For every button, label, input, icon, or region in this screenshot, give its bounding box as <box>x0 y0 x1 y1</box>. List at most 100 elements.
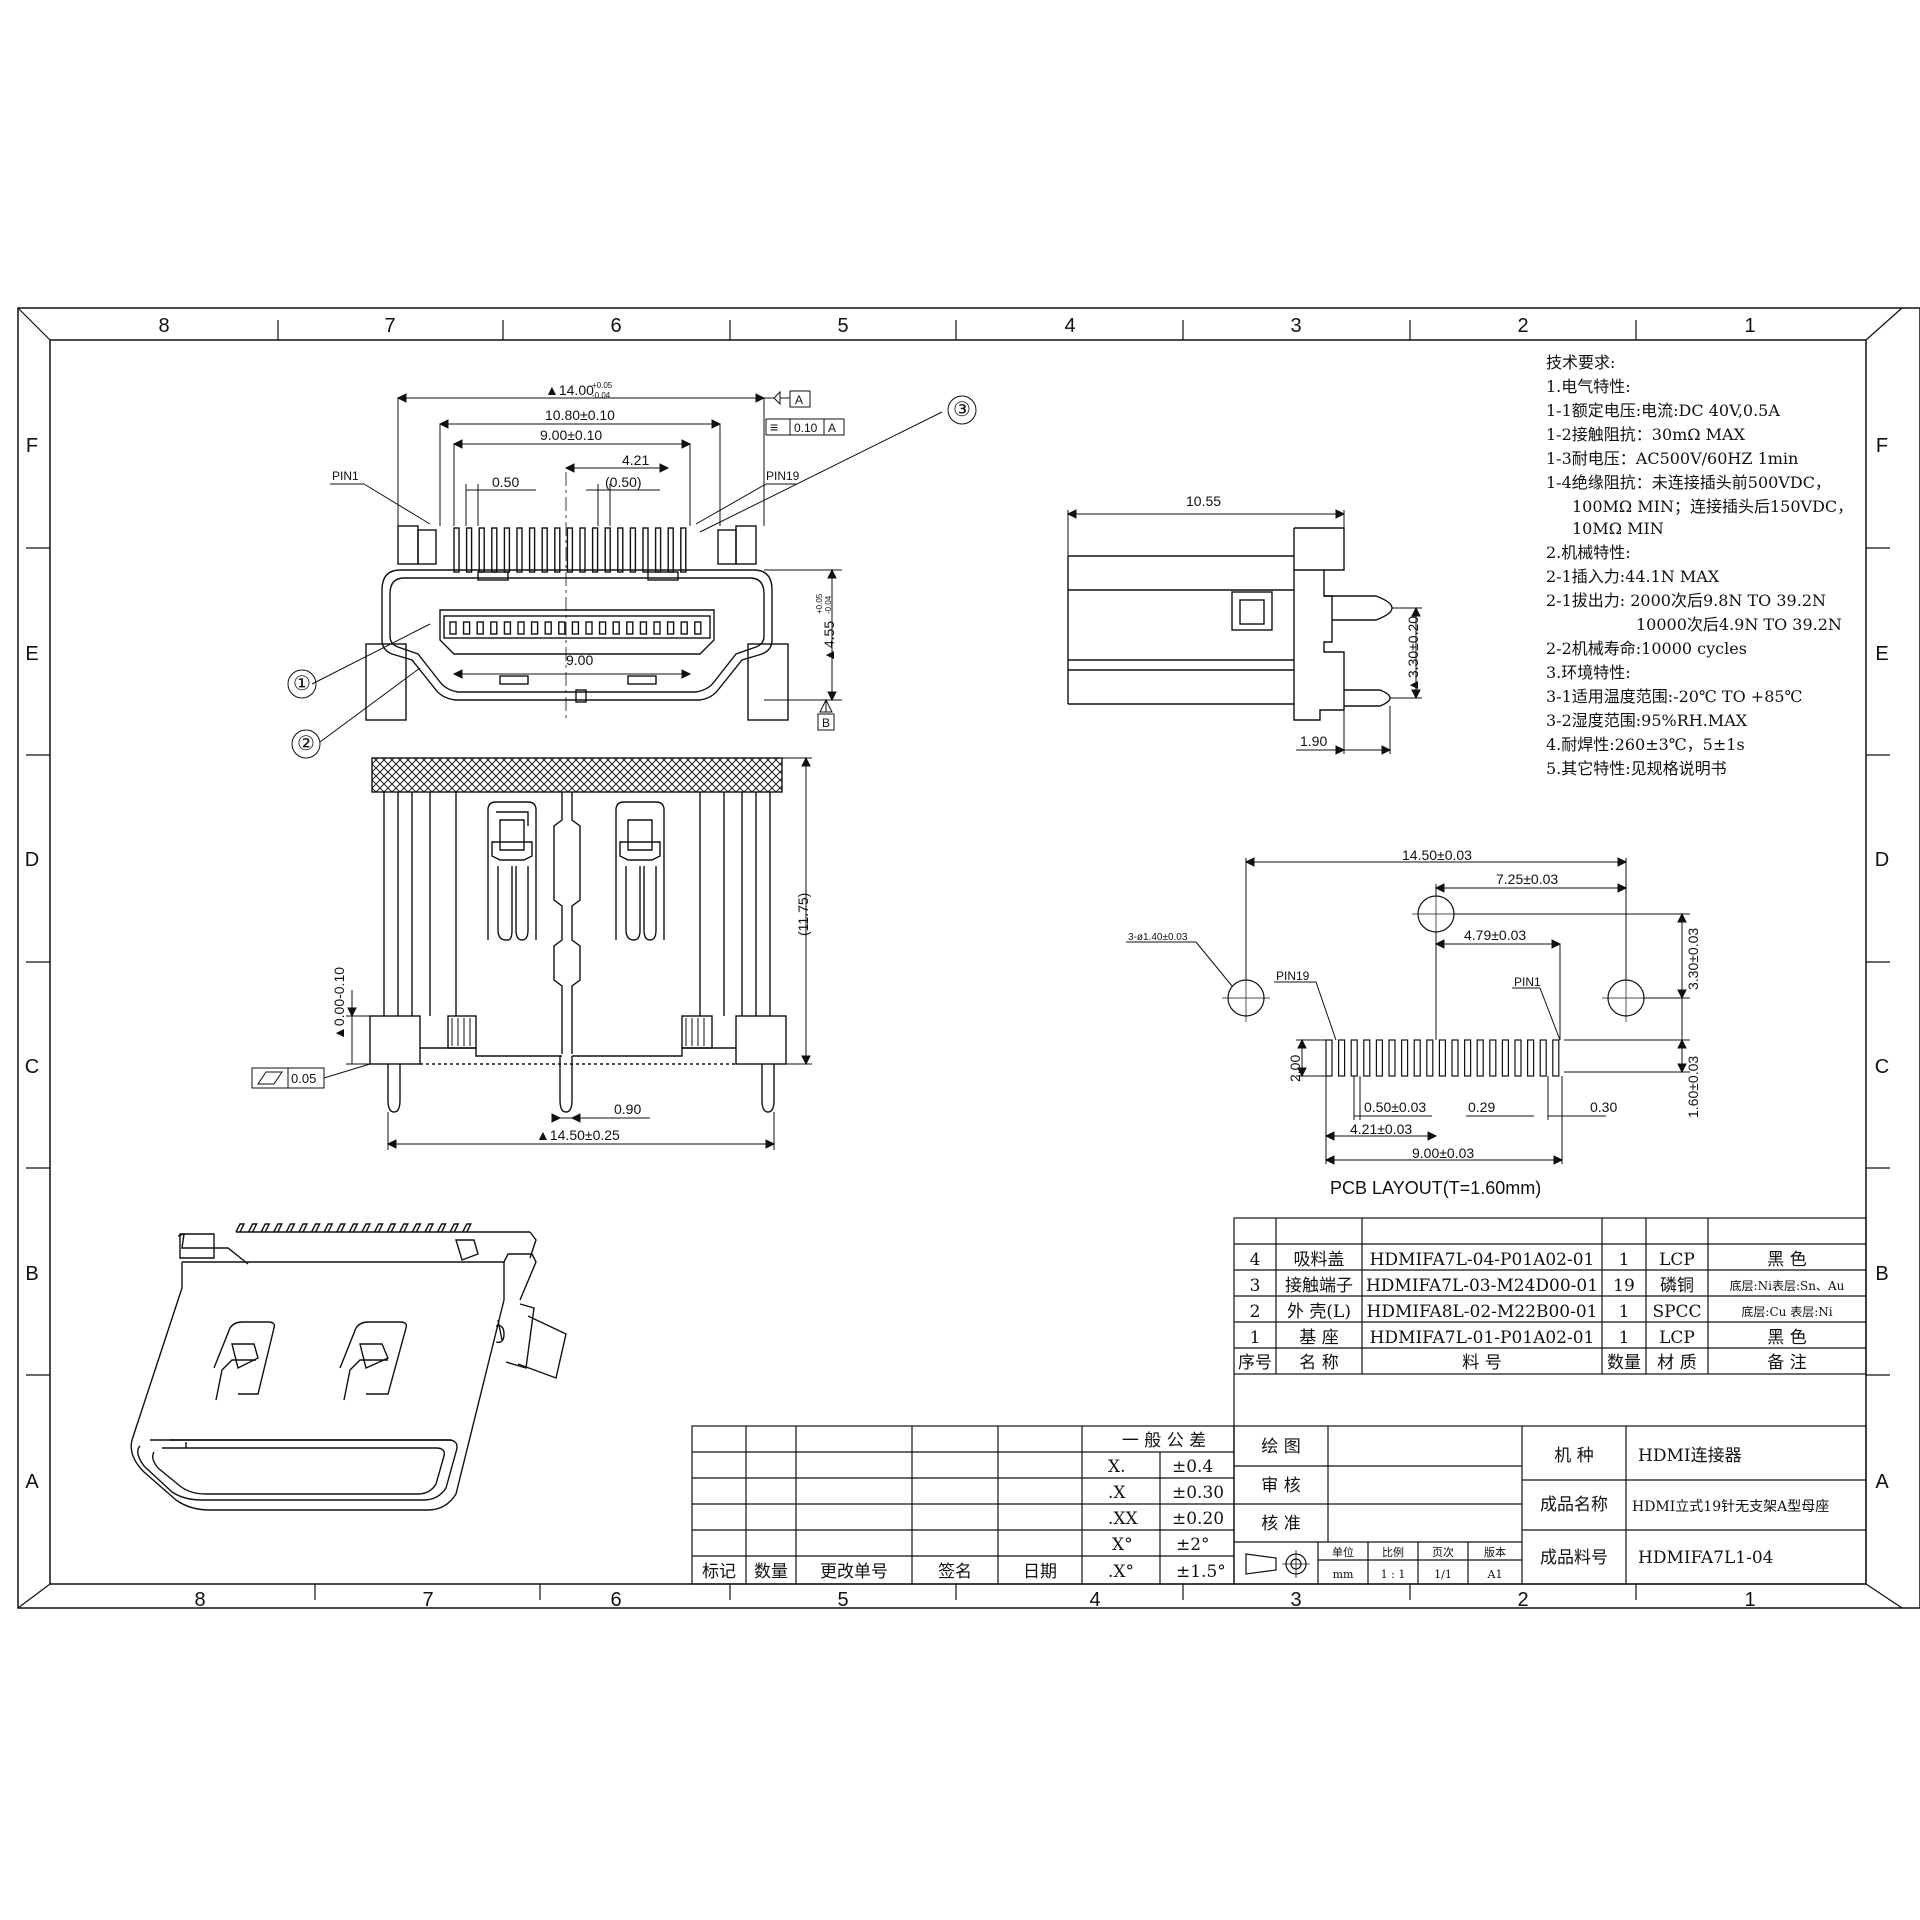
isometric-view <box>130 1223 567 1511</box>
dim-pitch: 0.50 <box>492 474 519 490</box>
approval-label: 审 核 <box>1261 1476 1300 1496</box>
bom-cell: 1 <box>1619 1302 1630 1322</box>
tech-line: 3-1适用温度范围:-20℃ TO +85℃ <box>1546 687 1802 706</box>
front-pin <box>642 527 649 573</box>
dim-14-50: ▲14.50±0.25 <box>536 1127 620 1143</box>
contact-tooth <box>585 621 593 635</box>
pcb-dim-2-00: 2.00 <box>1287 1055 1303 1082</box>
bom-cell: HDMIFA7L-04-P01A02-01 <box>1370 1250 1595 1270</box>
bottom-view-dims <box>251 756 812 1150</box>
tech-requirements: 技术要求: 1.电气特性: 1-1额定电压:电流:DC 40V,0.5A 1-2… <box>1546 353 1853 778</box>
contact-tooth <box>653 621 661 635</box>
bom-cell: HDMIFA7L-01-P01A02-01 <box>1370 1328 1595 1348</box>
zone-row-left: E <box>25 643 38 665</box>
zone-row-left: B <box>25 1263 38 1285</box>
contact-tooth <box>694 621 702 635</box>
pcb-pad <box>1400 1039 1409 1077</box>
contact-tooth <box>680 621 688 635</box>
rev-header: 数量 <box>754 1562 788 1582</box>
tech-line: 1-4绝缘阻抗：未连接插头前500VDC， <box>1546 473 1831 492</box>
pcb-dim-0-30: 0.30 <box>1590 1099 1617 1115</box>
pcb-pad <box>1325 1039 1333 1077</box>
contact-tooth <box>558 621 566 635</box>
balloon-1: ① <box>293 673 311 695</box>
iso-pin <box>424 1223 435 1233</box>
dim-overall-tol-plus: +0.05 <box>592 381 613 390</box>
contact-tooth <box>612 621 620 635</box>
scale-label: 单位 <box>1332 1545 1354 1559</box>
tech-line: 3.环境特性: <box>1546 663 1631 682</box>
front-pin <box>591 527 599 573</box>
tol-key: .X° <box>1108 1562 1134 1582</box>
zone-col-top: 5 <box>837 315 848 337</box>
tech-line: 1-1额定电压:电流:DC 40V,0.5A <box>1546 401 1780 420</box>
zone-col-bottom: 3 <box>1290 1589 1301 1611</box>
dim-height-tol-minus: -0.04 <box>824 595 833 614</box>
tolerance-title: 一 般 公 差 <box>1122 1431 1206 1451</box>
pcb-pad <box>1552 1039 1560 1077</box>
iso-pin <box>373 1223 384 1233</box>
pcb-pad <box>1501 1039 1510 1077</box>
approval-label: 绘 图 <box>1261 1437 1300 1457</box>
pcb-pad <box>1539 1039 1547 1077</box>
balloon-2: ② <box>297 733 315 755</box>
dim-height-tol-plus: +0.05 <box>815 593 824 614</box>
pcb-layout-title: PCB LAYOUT(T=1.60mm) <box>1330 1178 1541 1198</box>
tech-line: 技术要求: <box>1546 353 1615 372</box>
zone-col-bottom: 2 <box>1517 1589 1528 1611</box>
zone-row-right: D <box>1875 849 1889 871</box>
title-name-label: 成品名称 <box>1540 1495 1608 1515</box>
iso-pin <box>235 1223 246 1233</box>
scale-label: 比例 <box>1382 1545 1404 1559</box>
front-pin <box>465 527 473 573</box>
bom-header: 材 质 <box>1657 1353 1696 1373</box>
approval-labels: 绘 图 审 核 核 准 <box>1261 1437 1300 1534</box>
zone-col-top: 6 <box>610 315 621 337</box>
approval-label: 核 准 <box>1261 1514 1300 1534</box>
dim-height-4-55: ▲4.55 <box>821 621 837 662</box>
dim-standoff: ▲0.00-0.10 <box>331 967 347 1040</box>
dim-4-21: 4.21 <box>622 452 649 468</box>
contact-tooth <box>503 621 512 635</box>
bom-cell: 吸料盖 <box>1294 1250 1345 1270</box>
contact-tooth <box>476 621 484 635</box>
tol-key: .X <box>1108 1483 1126 1503</box>
tech-line: 100MΩ MIN；连接插头后150VDC， <box>1572 497 1853 516</box>
dim-11-75: (11.75) <box>795 893 811 936</box>
dim-3-30: ▲3.30±0.20 <box>1405 616 1421 692</box>
iso-pin <box>399 1223 409 1233</box>
front-pin <box>667 527 674 573</box>
rev-header: 签名 <box>938 1562 972 1582</box>
zone-col-top: 2 <box>1517 315 1528 337</box>
pcb-pad <box>1350 1039 1358 1077</box>
bom-cell: LCP <box>1659 1250 1695 1270</box>
front-pins <box>453 527 687 573</box>
pcb-pad <box>1363 1039 1371 1077</box>
front-pin <box>604 527 611 573</box>
pcb-layout-labels: 14.50±0.03 7.25±0.03 4.79±0.03 3-ø1.40±0… <box>1128 847 1701 1198</box>
front-view <box>365 472 789 721</box>
iso-pin <box>436 1223 447 1233</box>
bom-cell: 1 <box>1619 1328 1630 1348</box>
iso-pin <box>323 1223 334 1233</box>
contact-tooth <box>571 621 580 635</box>
tol-key: X° <box>1112 1535 1133 1555</box>
contact-tooth <box>666 621 675 635</box>
zone-row-left: C <box>25 1056 39 1078</box>
front-pin <box>503 527 511 573</box>
symmetry-symbol: ≡ <box>770 419 778 435</box>
title-part-label: 成品料号 <box>1540 1548 1608 1568</box>
front-pin <box>491 527 498 573</box>
pcb-pad <box>1451 1039 1459 1077</box>
zone-row-left: D <box>25 849 39 871</box>
bom-cell: SPCC <box>1652 1302 1701 1322</box>
flatness-tol: 0.05 <box>291 1071 316 1086</box>
zone-col-top: 4 <box>1064 315 1075 337</box>
iso-pin <box>247 1223 258 1233</box>
balloon-3: ③ <box>953 399 971 421</box>
zone-col-top: 3 <box>1290 315 1301 337</box>
tech-line: 1.电气特性: <box>1546 377 1631 396</box>
scale-value: mm <box>1333 1568 1354 1581</box>
tol-value: ±1.5° <box>1176 1562 1226 1582</box>
